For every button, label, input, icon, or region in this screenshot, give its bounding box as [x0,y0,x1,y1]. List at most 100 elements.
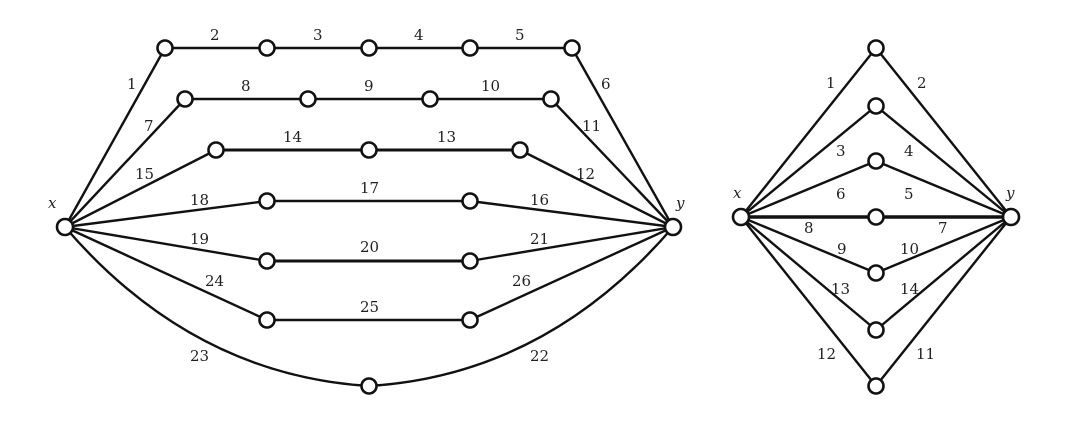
left-edge-label-9: 9 [364,77,374,95]
right-edge-label-5: 5 [904,185,914,203]
right-edges [740,47,1012,387]
right-edge-label-1: 1 [826,74,836,92]
right-edge-label-4: 4 [904,142,914,160]
left-node-e1 [258,252,276,270]
left-edge-label-11: 11 [582,117,601,135]
left-graph: x y 1 2 3 4 5 6 7 8 9 10 11 15 14 13 12 … [48,26,685,395]
left-edge-23 [64,226,370,388]
right-node-m2 [867,97,885,115]
left-node-a2 [258,39,276,57]
left-edge-label-14: 14 [283,128,302,146]
right-node-m7 [867,377,885,395]
left-edge-label-22: 22 [530,347,549,365]
right-edge-label-3: 3 [836,142,846,160]
right-edge-label-10: 10 [900,240,919,258]
right-edge-label-13: 13 [831,280,850,298]
right-edge-4 [875,105,1012,218]
left-labels: x y 1 2 3 4 5 6 7 8 9 10 11 15 14 13 12 … [48,26,685,365]
right-node-y [1001,207,1021,227]
left-edge-label-19: 19 [190,230,209,248]
left-node-x [55,217,75,237]
left-edge-label-16: 16 [530,191,549,209]
left-node-b4 [542,90,560,108]
left-node-b1 [176,90,194,108]
right-vertex-label-x: x [733,184,742,202]
left-edge-15 [64,148,217,229]
right-edge-label-7: 7 [938,219,948,237]
right-edge-3 [740,105,877,218]
right-edge-label-2: 2 [917,74,927,92]
left-edge-1 [63,47,167,228]
right-edge-14 [875,216,1012,331]
left-edge-label-15: 15 [135,165,154,183]
left-edge-label-18: 18 [190,191,209,209]
left-node-f2 [461,311,479,329]
left-node-b3 [421,90,439,108]
left-vertex-label-x: x [48,194,57,212]
left-edge-22 [368,226,674,388]
left-node-a4 [461,39,479,57]
left-edge-label-13: 13 [437,128,456,146]
right-edge-12 [740,216,877,387]
right-edge-label-8: 8 [804,219,814,237]
left-edge-label-3: 3 [313,26,323,44]
right-edge-1 [740,47,877,218]
left-edge-18 [64,199,268,229]
left-edge-24 [64,225,268,322]
right-node-x [731,207,751,227]
right-node-m1 [867,39,885,57]
left-edge-label-4: 4 [414,26,424,44]
left-edge-19 [64,225,268,263]
left-node-a5 [563,39,581,57]
right-edge-9 [740,215,877,275]
left-edge-label-12: 12 [576,165,595,183]
left-edge-label-6: 6 [601,75,611,93]
left-edge-label-25: 25 [360,298,379,316]
right-edge-11 [875,216,1012,387]
left-edge-7 [64,98,186,228]
left-node-e2 [461,252,479,270]
left-edge-16 [469,199,674,229]
left-edge-label-5: 5 [515,26,525,44]
left-edge-26 [469,225,674,322]
right-graph: x y 1 2 3 4 6 5 8 7 9 10 13 14 12 11 [731,39,1021,395]
left-edge-11 [550,98,674,228]
left-node-c1 [207,141,225,159]
left-node-b2 [299,90,317,108]
left-node-d2 [461,192,479,210]
left-edge-6 [570,47,675,228]
right-edge-13 [740,216,877,331]
left-edges [63,46,675,388]
left-vertex-label-y: y [675,194,685,212]
left-node-y [663,217,683,237]
left-edge-21 [469,225,674,263]
left-node-c2 [360,141,378,159]
left-node-g [360,377,378,395]
left-node-c3 [511,141,529,159]
left-nodes [55,39,683,395]
left-edge-label-8: 8 [241,77,251,95]
left-edge-12 [519,148,674,229]
left-node-d1 [258,192,276,210]
left-node-a1 [156,39,174,57]
right-edge-label-14: 14 [900,280,919,298]
right-edge-label-12: 12 [817,345,836,363]
left-edge-label-23: 23 [190,347,209,365]
right-node-m4 [867,208,885,226]
left-node-f1 [258,311,276,329]
right-edge-6 [740,159,877,219]
left-node-a3 [360,39,378,57]
right-edge-label-9: 9 [837,240,847,258]
left-edge-label-26: 26 [512,272,531,290]
right-edge-5 [875,159,1012,219]
right-node-m3 [867,152,885,170]
left-edge-label-21: 21 [530,230,549,248]
left-edge-label-1: 1 [127,75,137,93]
left-edge-label-20: 20 [360,238,379,256]
right-node-m6 [867,321,885,339]
left-edge-label-17: 17 [360,179,379,197]
right-vertex-label-y: y [1005,184,1015,202]
left-edge-label-7: 7 [144,117,154,135]
